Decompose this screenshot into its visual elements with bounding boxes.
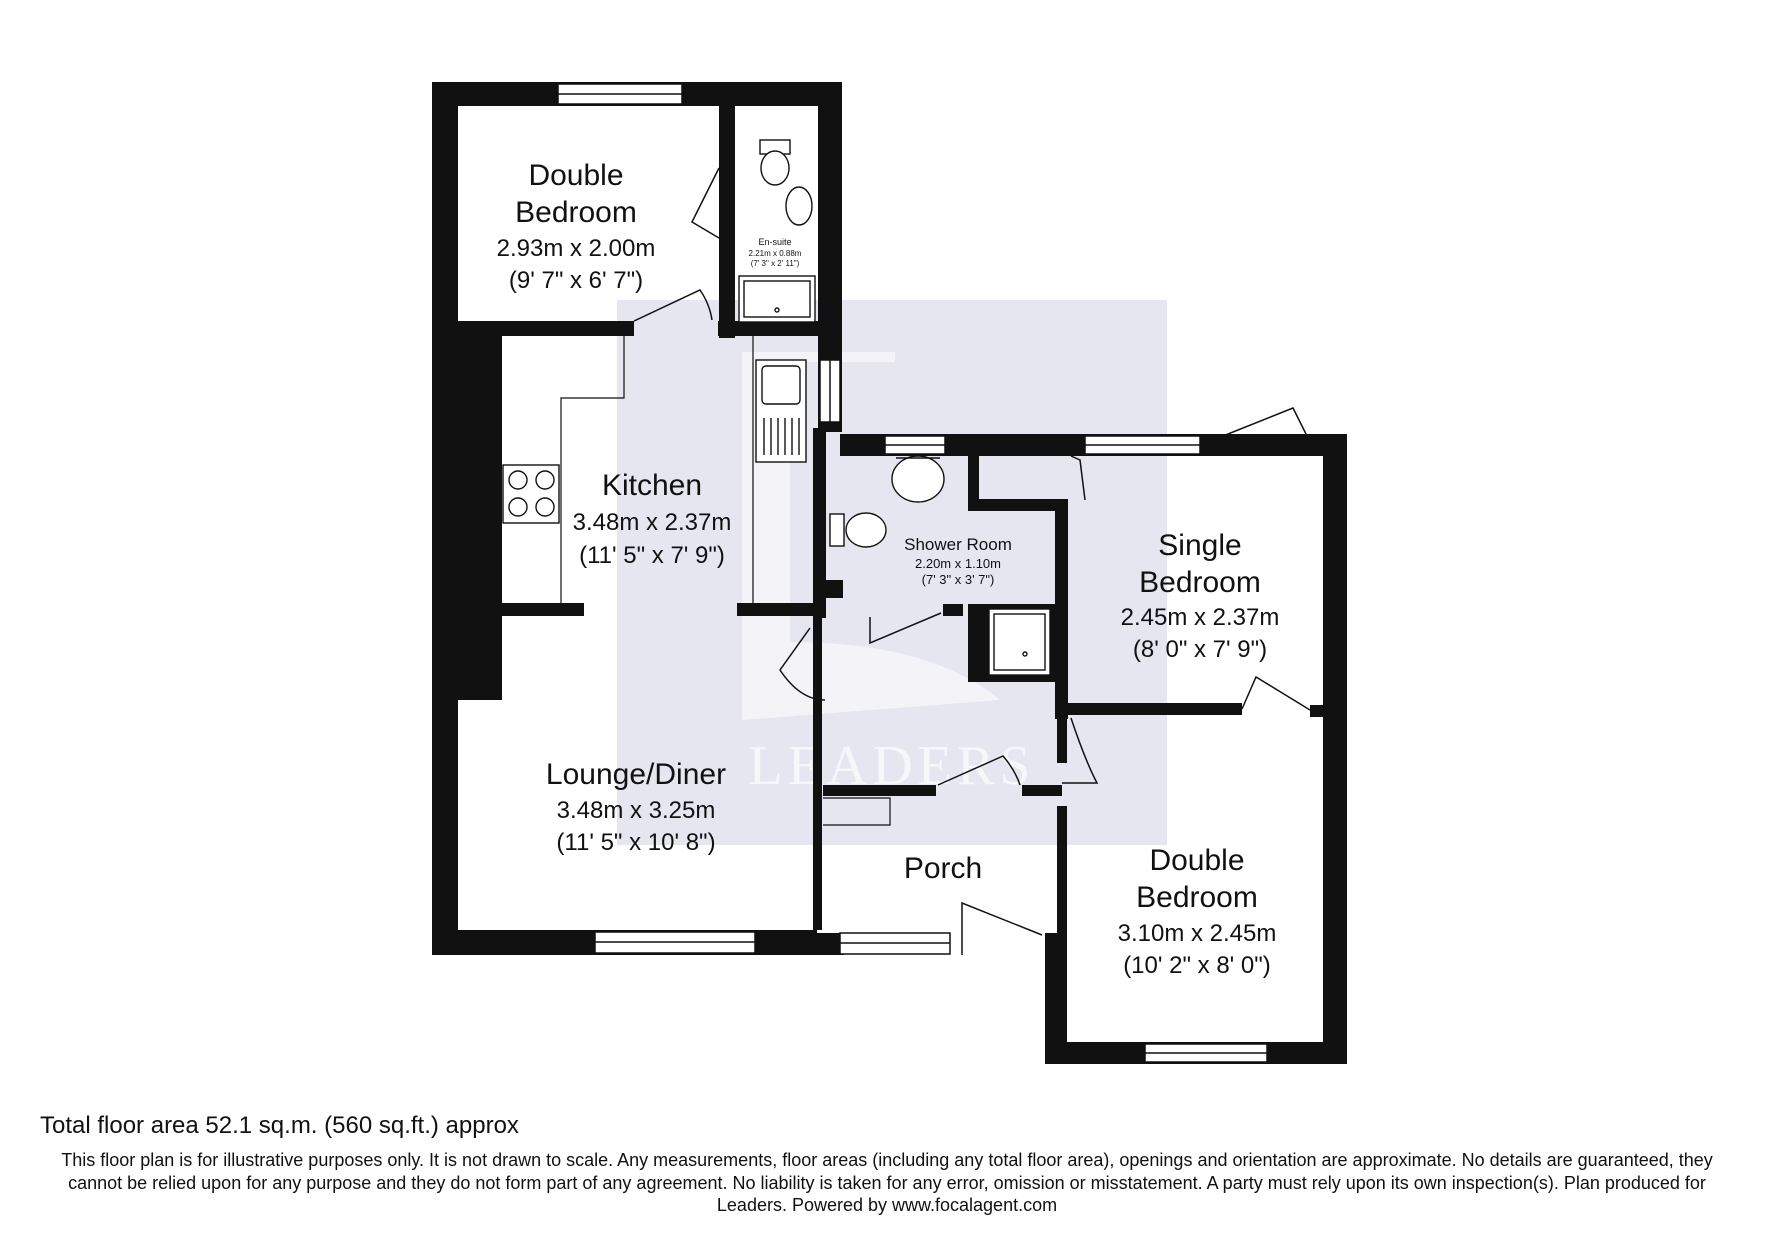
window-kitchen [819,359,841,423]
ensuite-shower-tray-icon [738,275,816,323]
kitchen-worktop [560,336,625,603]
door-single-bedroom [1241,675,1311,711]
door-ensuite [691,167,720,239]
hob-icon [502,464,560,524]
door-front [961,901,1043,955]
door-kitchen-lounge [779,627,826,701]
room-metric: 2.21m x 0.88m [749,249,802,258]
disclaimer-text: This floor plan is for illustrative purp… [61,1150,1713,1215]
room-ensuite: En-suite 2.21m x 0.88m (7' 3" x 2' 11") [749,237,802,268]
shower-room-shower-tray-icon [988,608,1051,676]
windows [557,83,1268,1063]
room-metric: 2.45m x 2.37m [1121,604,1280,631]
room-imperial: (10' 2" x 8' 0") [1123,952,1271,979]
room-name: Shower Room [904,535,1012,554]
room-metric: 3.10m x 2.45m [1118,920,1277,947]
window-master-bedroom [557,83,683,105]
shower-room-basin-icon [891,455,945,503]
shower-room-toilet-icon [829,512,887,548]
worktops [560,336,891,826]
room-metric: 2.93m x 2.00m [497,235,656,262]
room-porch: Porch [904,852,982,885]
window-porch [839,932,951,955]
room-name-line1: Single [1158,529,1241,562]
ensuite-basin-icon [785,186,813,226]
room-metric: 2.20m x 1.10m [915,556,1001,571]
total-floor-area: Total floor area 52.1 sq.m. (560 sq.ft.)… [40,1112,519,1139]
room-name-line2: Bedroom [1136,881,1258,914]
doors [633,167,1311,955]
room-kitchen: Kitchen 3.48m x 2.37m (11' 5" x 7' 9") [573,469,732,569]
window-shower-room [884,435,946,455]
window-double-bedroom-2 [1144,1043,1268,1063]
sink-icon [755,359,807,463]
room-name-line2: Bedroom [1139,566,1261,599]
fixtures [502,139,1051,676]
room-single-bedroom: Single Bedroom 2.45m x 2.37m (8' 0" x 7'… [1121,529,1280,663]
room-imperial: (11' 5" x 7' 9") [579,542,725,569]
window-single-bedroom [1084,435,1201,455]
room-imperial: (9' 7" x 6' 7") [509,267,643,294]
room-name: Porch [904,852,982,885]
room-master-bedroom: Double Bedroom 2.93m x 2.00m (9' 7" x 6'… [497,159,656,294]
room-imperial: (8' 0" x 7' 9") [1133,636,1267,663]
door-external-right [1222,407,1308,437]
room-name: Kitchen [602,469,702,502]
door-single-bedroom-cupboard [1067,448,1086,501]
room-name: Lounge/Diner [546,758,726,791]
room-name-line1: Double [528,159,623,192]
ensuite-toilet-icon [759,139,791,186]
room-metric: 3.48m x 2.37m [573,509,732,536]
room-imperial: (11' 5" x 10' 8") [556,829,715,856]
door-double-bedroom-2 [1062,717,1099,784]
window-lounge [594,931,756,954]
door-shower-room [869,612,942,645]
door-master-bedroom [633,289,713,322]
room-name-line2: Bedroom [515,196,637,229]
room-double-bedroom-2: Double Bedroom 3.10m x 2.45m (10' 2" x 8… [1118,844,1277,979]
room-shower-room: Shower Room 2.20m x 1.10m (7' 3" x 3' 7"… [904,535,1012,587]
room-name: En-suite [758,237,791,247]
room-name-line1: Double [1149,844,1244,877]
room-metric: 3.48m x 3.25m [557,797,716,824]
room-imperial: (7' 3" x 2' 11") [751,259,800,268]
door-porch-inner [937,755,1021,786]
porch-cupboard [823,797,891,826]
room-lounge-diner: Lounge/Diner 3.48m x 3.25m (11' 5" x 10'… [546,758,726,856]
room-imperial: (7' 3" x 3' 7") [922,572,995,587]
